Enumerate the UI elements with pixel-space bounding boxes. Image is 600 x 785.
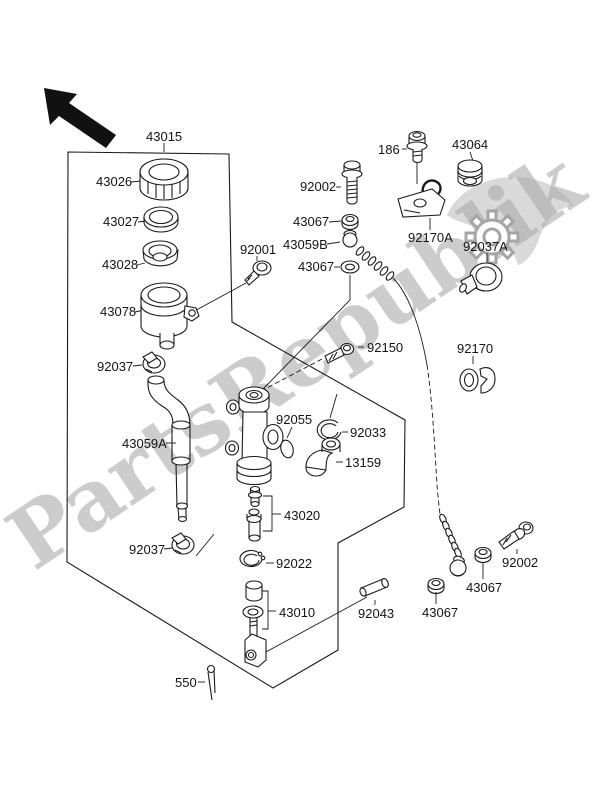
part-label-43059B: 43059B [283,237,328,252]
bolt-92150 [324,342,355,364]
reservoir-diaphragm [142,240,179,267]
master-cylinder-body [224,386,284,486]
leader-lines [130,143,518,683]
part-label-92037-1: 92037 [97,359,133,374]
circlip-92022 [239,549,266,568]
elbow-connector-13159 [305,437,341,477]
part-label-92037-2: 92037 [129,542,165,557]
reservoir-bolt-92001 [244,260,272,286]
part-label-13159: 13159 [345,455,381,470]
part-label-43067-b2: 43067 [466,580,502,595]
part-label-92033: 92033 [350,425,386,440]
piston-set-43020 [246,485,263,542]
part-label-92055: 92055 [276,412,312,427]
part-label-92022: 92022 [276,556,312,571]
part-label-43078: 43078 [100,304,136,319]
clamp-92170 [459,367,496,394]
grommet-43064 [457,159,483,187]
part-label-92043: 92043 [358,606,394,621]
part-label-92037A: 92037A [463,239,508,254]
part-label-43010: 43010 [279,605,315,620]
part-label-43020: 43020 [284,508,320,523]
part-label-43067-b1: 43067 [422,605,458,620]
part-label-186: 186 [378,142,400,157]
fluid-reservoir [140,282,200,350]
reservoir-hose-43059A [147,375,191,522]
banjo-bolt-92002-top [341,160,363,205]
part-label-43059A: 43059A [122,436,167,451]
brake-hose-43059B [342,229,395,281]
part-label-92002-b: 92002 [502,555,538,570]
push-rod-set-43010 [242,580,267,668]
part-label-92150: 92150 [367,340,403,355]
part-number-labels: 4301543026430274302843078920019200243067… [96,129,538,690]
nut-43067-bottom1 [427,577,445,594]
part-label-92001: 92001 [240,242,276,257]
clamp-92037A [459,262,503,295]
part-label-43067-mid: 43067 [298,259,334,274]
part-label-43067-top: 43067 [293,214,329,229]
part-label-43026: 43026 [96,174,132,189]
cotter-pin-550 [206,664,216,701]
part-label-92170A: 92170A [408,230,453,245]
o-ring-92055 [280,439,294,459]
cap-gasket-ring [143,206,179,233]
bolt-92002-bottom [498,521,534,550]
clamp-92037-2 [171,532,195,555]
washer-43067-mid [340,260,360,274]
clevis-pin-92043 [359,578,389,597]
nut-43067-bottom2 [474,546,492,563]
nut-43067-top [341,213,359,230]
hose-bracket-92170A [397,179,446,218]
direction-arrow-icon [44,88,116,148]
part-label-43027: 43027 [103,214,139,229]
gear-icon [464,209,520,265]
part-label-43064: 43064 [452,137,488,152]
part-label-550: 550 [175,675,197,690]
part-label-43028: 43028 [102,257,138,272]
clamp-92037-1 [142,351,166,374]
reservoir-cap [139,158,189,201]
part-label-92170: 92170 [457,341,493,356]
assembly-box-outline [66,151,406,689]
bolt-186 [406,130,428,164]
brake-hose-end [439,513,467,577]
part-label-43015: 43015 [146,129,182,144]
snap-ring-92033 [316,419,342,441]
part-label-92002-top: 92002 [300,179,336,194]
